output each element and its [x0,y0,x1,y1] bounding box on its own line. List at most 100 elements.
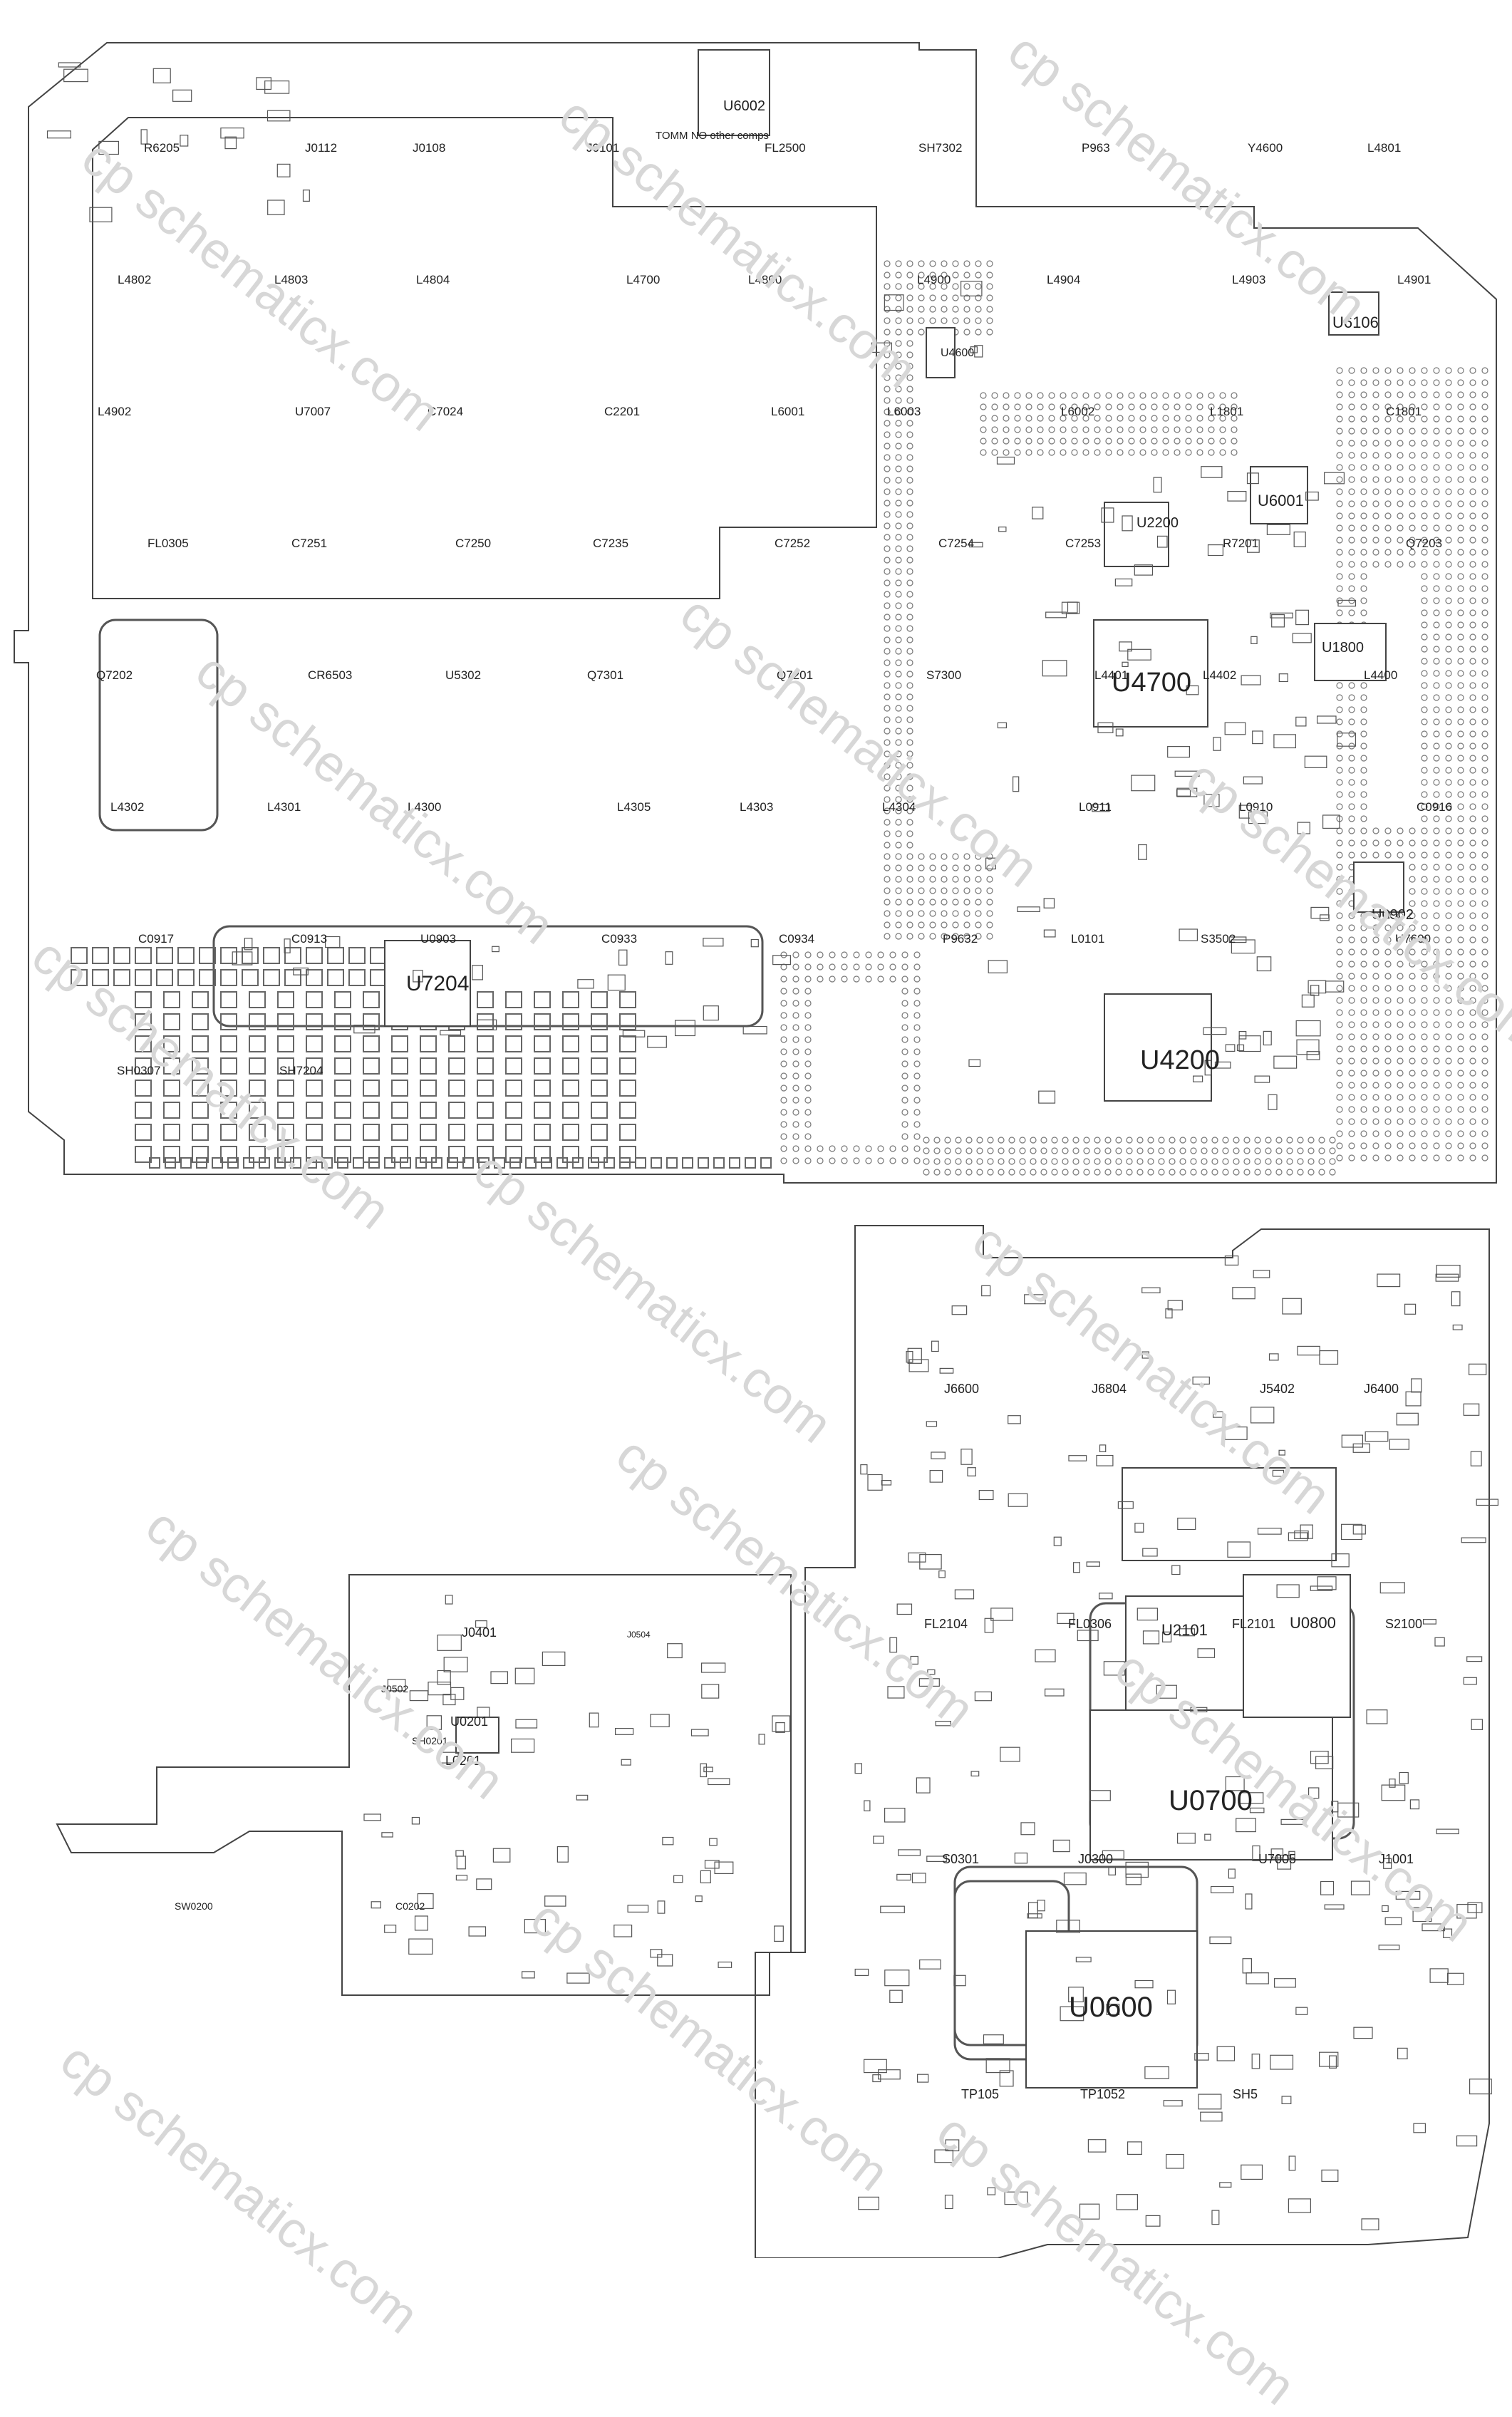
connector-pad [448,1102,465,1119]
passive-component [1138,844,1147,860]
test-point [895,614,902,621]
connector-pad [591,1035,608,1052]
connector-pad [400,1157,411,1169]
test-point [1457,852,1464,859]
passive-component [1251,2054,1260,2069]
test-point [1469,391,1476,398]
test-point [1445,367,1452,374]
test-point [1360,1106,1367,1113]
test-point [1348,839,1355,847]
test-point [1397,827,1404,834]
passive-component [1295,716,1307,727]
test-point [1372,1106,1379,1113]
passive-component [1353,2027,1373,2039]
test-point [1336,1142,1343,1149]
test-point [1409,512,1416,519]
connector-pad [199,947,216,964]
passive-component [445,1595,453,1605]
test-point [1219,415,1226,422]
test-point [1162,438,1169,445]
passive-component [542,1651,566,1666]
passive-component [443,1657,468,1672]
ref-designator: L6003 [887,405,921,418]
test-point [1115,1158,1122,1165]
test-point [1208,426,1215,433]
connector-pad [534,1013,551,1030]
test-point [1336,585,1343,592]
passive-component [1077,1630,1099,1642]
test-point [1421,464,1428,471]
test-point [1469,1118,1476,1125]
test-point [1104,1147,1112,1154]
connector-pad [192,1013,209,1030]
test-point [895,591,902,598]
test-point [1469,839,1476,847]
passive-component [1254,1075,1270,1083]
test-point [1433,476,1440,483]
test-point [895,374,902,381]
passive-component [1145,2215,1161,2227]
test-point [906,887,913,894]
test-point [1336,464,1343,471]
test-point [1433,1033,1440,1040]
test-point [1481,488,1488,495]
test-point [1457,464,1464,471]
test-point [1083,1137,1090,1144]
test-point [1457,1057,1464,1065]
passive-component [647,1035,667,1048]
connector-pad [391,1080,408,1097]
test-point [1384,827,1392,834]
test-point [1409,1009,1416,1016]
connector-pad [541,1157,552,1169]
connector-pad [220,1124,237,1141]
test-point [1421,537,1428,544]
test-point [1421,779,1428,786]
test-point [1265,1137,1272,1144]
passive-component [1293,531,1306,547]
test-point [1433,415,1440,423]
connector-pad [420,1102,437,1119]
test-point [804,1060,812,1067]
connector-pad [363,1080,380,1097]
test-point [1360,1057,1367,1065]
test-point [1421,682,1428,689]
test-point [1433,488,1440,495]
test-point [1060,415,1067,422]
test-point [1421,694,1428,701]
test-point [884,636,891,643]
test-point [913,1072,921,1080]
test-point [1136,1137,1144,1144]
passive-component [1092,804,1110,812]
connector-pad [619,1080,636,1097]
ref-designator: L4801 [1367,141,1401,155]
test-point [1457,864,1464,871]
ic-package [1314,623,1387,681]
test-point [1072,1158,1079,1165]
test-point [955,1147,962,1154]
passive-component [1163,2100,1183,2107]
test-point [1254,1158,1261,1165]
test-point [1336,1070,1343,1077]
ref-designator: J6804 [1092,1382,1127,1396]
passive-component [703,1005,719,1021]
test-point [1433,658,1440,665]
test-point [895,842,902,849]
test-point [1457,573,1464,580]
passive-component [1176,1833,1196,1844]
test-point [1185,403,1192,410]
connector-pad [534,1102,551,1119]
test-point [1062,1169,1069,1176]
test-point [1445,1057,1452,1065]
test-point [1297,1169,1304,1176]
connector-pad [534,1035,551,1052]
test-point [906,397,913,404]
connector-pad [284,969,301,986]
connector-pad [242,947,259,964]
test-point [1360,549,1367,556]
passive-component [906,1350,913,1363]
passive-component [700,1662,726,1673]
test-point [804,988,812,995]
passive-component [455,1850,464,1857]
test-point [829,1157,836,1164]
